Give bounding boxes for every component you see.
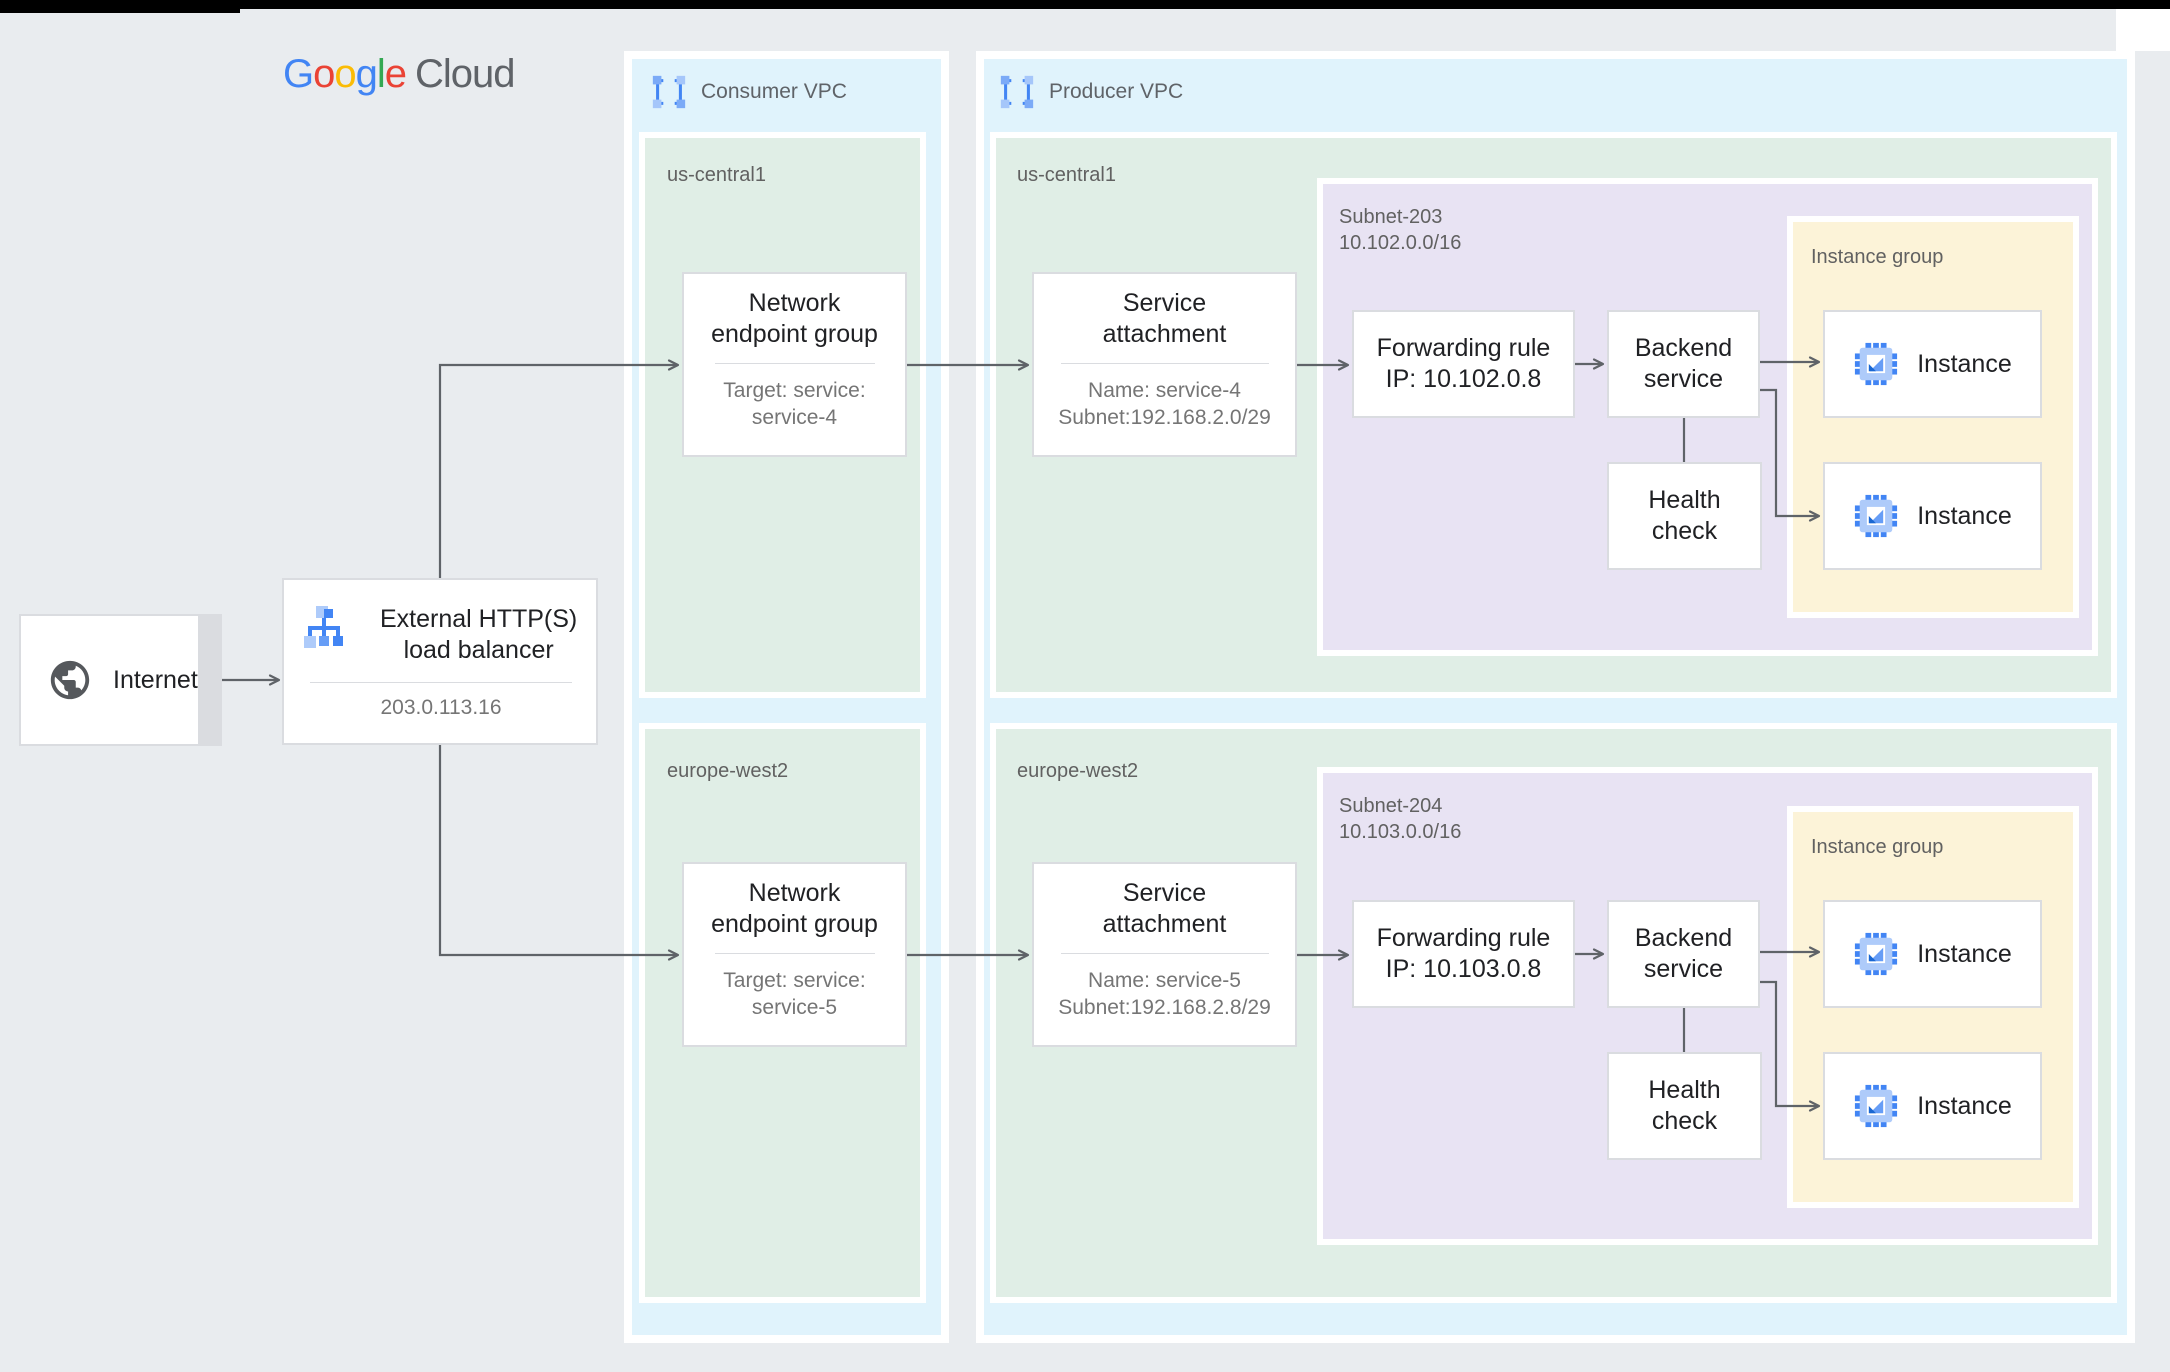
globe-icon [47,657,93,703]
region-label: us-central1 [1017,164,1116,186]
internet-node: Internet [19,614,200,746]
node-title: Backend service [1634,334,1733,393]
instance-label: Instance [1917,939,2012,968]
load-balancer-icon [300,604,348,666]
backend-service-node-europe-west2: Backend service [1607,900,1760,1008]
forwarding-rule-node-us-central1: Forwarding rule IP: 10.102.0.8 [1352,310,1575,418]
logo-letter: g [355,52,378,96]
compute-instance-icon [1853,341,1899,387]
region-label: europe-west2 [1017,760,1139,782]
top-right-white-patch [2116,9,2170,51]
service-attachment-node-europe-west2: Service attachment Name: service-5 Subne… [1032,862,1297,1047]
load-balancer-ip: 203.0.113.16 [380,696,502,719]
forwarding-rule-node-europe-west2: Forwarding rule IP: 10.103.0.8 [1352,900,1575,1008]
node-title: Backend service [1634,924,1733,983]
compute-instance-icon [1853,1083,1899,1129]
subnet-name: Subnet-203 [1339,206,1443,228]
network-endpoint-group-node-europe-west2: Network endpoint group Target: service: … [682,862,907,1047]
producer-vpc-label: Producer VPC [1049,80,1184,103]
service-attachment-node-us-central1: Service attachment Name: service-4 Subne… [1032,272,1297,457]
divider [1060,953,1269,954]
consumer-vpc-header: Consumer VPC [650,73,847,111]
divider [310,682,572,683]
instance-node: Instance [1823,1052,2042,1160]
divider [714,953,875,954]
logo-letter: o [334,52,356,96]
subnet-label: Subnet-203 10.102.0.0/16 [1339,204,1461,256]
vpc-network-icon [998,73,1036,111]
logo-letter: o [313,52,335,96]
instance-node: Instance [1823,462,2042,570]
logo-letter: G [283,52,314,96]
node-title: Network endpoint group [711,289,878,348]
node-title: Forwarding rule IP: 10.102.0.8 [1376,334,1551,393]
region-label: europe-west2 [667,760,789,782]
top-black-bar-left [0,0,240,13]
instance-node: Instance [1823,900,2042,1008]
node-subtext: Target: service: service-5 [723,969,866,1019]
node-subtext: Name: service-5 Subnet:192.168.2.8/29 [1058,969,1271,1019]
instance-label: Instance [1917,349,2012,378]
internet-label: Internet [113,665,198,694]
backend-service-node-us-central1: Backend service [1607,310,1760,418]
producer-vpc-header: Producer VPC [998,73,1183,111]
health-check-node-us-central1: Health check [1607,462,1762,570]
node-title: Service attachment [1102,289,1227,348]
logo-letter: e [384,52,407,96]
instance-label: Instance [1917,1091,2012,1120]
subnet-cidr: 10.103.0.0/16 [1339,821,1462,843]
node-title: Health check [1648,486,1721,545]
node-title: Forwarding rule IP: 10.103.0.8 [1376,924,1551,983]
divider [714,363,875,364]
compute-instance-icon [1853,931,1899,977]
instance-node: Instance [1823,310,2042,418]
vpc-network-icon [650,73,688,111]
node-title: Service attachment [1102,879,1227,938]
node-title: Network endpoint group [711,879,878,938]
subnet-label: Subnet-204 10.103.0.0/16 [1339,793,1461,845]
network-endpoint-group-node-us-central1: Network endpoint group Target: service: … [682,272,907,457]
health-check-node-europe-west2: Health check [1607,1052,1762,1160]
instance-group-label: Instance group [1811,246,1944,268]
node-subtext: Target: service: service-4 [723,379,866,429]
region-label: us-central1 [667,164,766,186]
instance-label: Instance [1917,501,2012,530]
load-balancer-node: External HTTP(S) load balancer 203.0.113… [282,578,598,745]
node-title: Health check [1648,1076,1721,1135]
compute-instance-icon [1853,493,1899,539]
top-black-bar [0,0,2170,9]
load-balancer-title: External HTTP(S) load balancer [380,605,578,664]
logo-letter: l [376,52,386,96]
consumer-vpc-label: Consumer VPC [701,80,847,103]
subnet-name: Subnet-204 [1339,795,1443,817]
subnet-cidr: 10.102.0.0/16 [1339,232,1462,254]
divider [1060,363,1269,364]
instance-group-label: Instance group [1811,836,1944,858]
logo-cloud-text: Cloud [415,52,516,96]
node-subtext: Name: service-4 Subnet:192.168.2.0/29 [1058,379,1271,429]
